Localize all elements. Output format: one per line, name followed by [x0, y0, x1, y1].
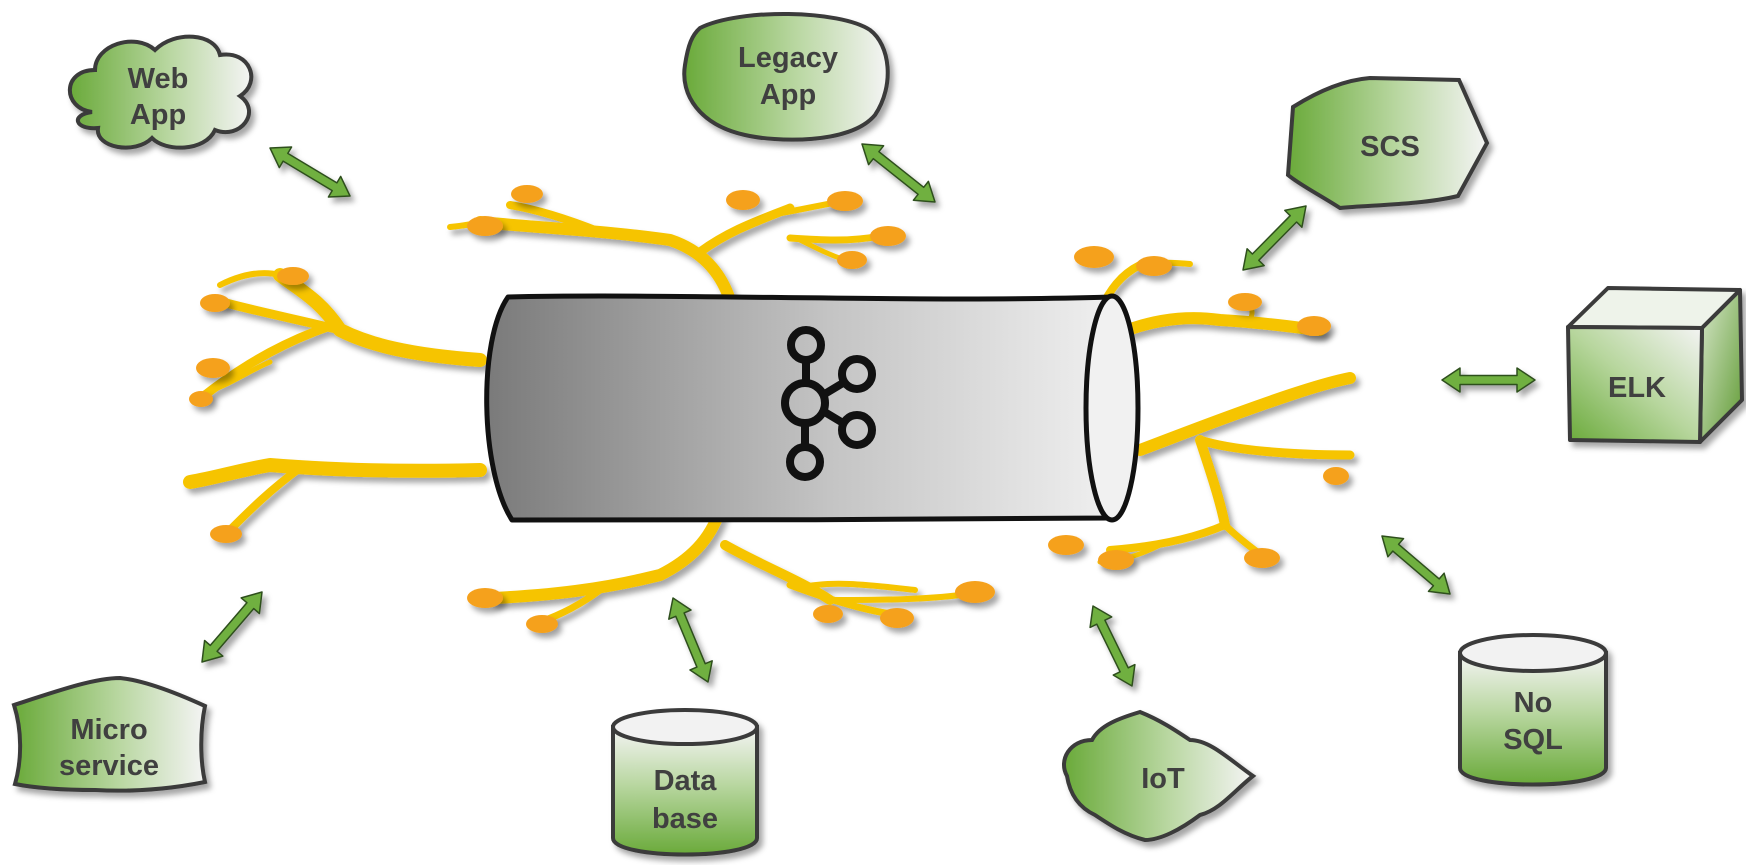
node-no-sql: No SQL — [1458, 633, 1608, 787]
cylinder-body — [611, 725, 759, 857]
arrow-scs — [1242, 205, 1307, 271]
arrow-iot — [1089, 605, 1136, 687]
branch-top — [474, 216, 736, 306]
arrow-database — [668, 597, 713, 683]
bud — [1228, 293, 1262, 311]
node-label: SCS — [1360, 131, 1420, 163]
branch-left-upper — [273, 268, 487, 367]
bud — [467, 588, 503, 608]
arrow-micro-service — [201, 591, 263, 663]
bud — [277, 267, 309, 285]
bud — [837, 251, 867, 269]
node-label: Data — [654, 765, 718, 797]
connections — [201, 143, 1536, 687]
branch-bottom-5 — [797, 580, 918, 593]
node-label: SQL — [1503, 724, 1563, 756]
bud — [1297, 316, 1331, 336]
node-label: Legacy — [738, 42, 838, 74]
node-iot: IoT — [1062, 709, 1257, 843]
node-label: service — [59, 750, 159, 782]
branch-bottom — [489, 504, 726, 604]
node-label: No — [1514, 687, 1553, 719]
bud — [827, 191, 863, 211]
cube-front — [1566, 325, 1704, 444]
branch-left-upper-4 — [217, 270, 283, 288]
branch-top-2 — [506, 201, 604, 236]
blob-shape — [682, 12, 890, 142]
node-elk: ELK — [1566, 286, 1744, 444]
bud — [1136, 256, 1172, 276]
badge-shape — [1062, 709, 1257, 843]
node-label: base — [652, 803, 718, 835]
cylinder-body — [1458, 651, 1608, 787]
branch-bottom-6 — [827, 590, 978, 603]
pipe-opening — [1083, 293, 1141, 523]
pipe-body — [484, 293, 1113, 523]
bud — [1098, 550, 1134, 570]
bud — [1048, 535, 1084, 555]
node-label: Micro — [70, 714, 147, 746]
bud — [955, 581, 995, 603]
bud — [1323, 467, 1349, 485]
bud — [1074, 246, 1114, 268]
bud — [813, 605, 843, 623]
branch-left-upper-5 — [197, 359, 273, 398]
node-label: IoT — [1141, 763, 1185, 795]
bud — [526, 615, 558, 633]
bud — [210, 525, 242, 543]
bud — [467, 216, 503, 236]
bud — [726, 190, 760, 210]
arrow-elk — [1441, 367, 1536, 393]
kafka-pipe — [484, 293, 1141, 523]
node-label: Web — [128, 63, 189, 95]
node-micro-service: Micro service — [11, 675, 208, 793]
branch-left-upper-3 — [200, 321, 335, 400]
branch-right-lower-4 — [1106, 521, 1229, 554]
branch-left-lower-2 — [226, 464, 304, 534]
cylinder-top — [611, 708, 759, 746]
node-database: Data base — [611, 708, 759, 857]
cylinder-top — [1458, 633, 1608, 673]
branch-right-lower-3 — [1195, 435, 1230, 530]
node-web-app: Web App — [67, 34, 254, 150]
cloud-shape — [67, 34, 254, 150]
node-label: ELK — [1608, 372, 1666, 404]
arrow-no-sql — [1381, 535, 1451, 595]
banner-shape — [11, 675, 208, 793]
bud — [189, 391, 213, 407]
bud — [1244, 548, 1280, 568]
kafka-logo-icon — [781, 326, 876, 481]
node-legacy-app: Legacy App — [682, 12, 890, 142]
node-scs: SCS — [1285, 75, 1490, 211]
bud — [200, 294, 230, 312]
arrow-web-app — [269, 146, 351, 198]
branch-right-lower — [1134, 372, 1356, 456]
bud — [511, 185, 543, 203]
bud — [880, 608, 914, 628]
bud — [196, 358, 230, 378]
arrow-legacy-app — [861, 143, 936, 203]
node-label: App — [760, 79, 816, 111]
bud — [870, 226, 906, 246]
branch-right-upper — [1109, 312, 1326, 341]
branch-buds — [189, 185, 1349, 633]
branch-right-lower-2 — [1195, 435, 1355, 460]
node-label: App — [130, 99, 186, 131]
branch-left-lower — [183, 458, 487, 489]
hexagon-shape — [1285, 75, 1490, 211]
